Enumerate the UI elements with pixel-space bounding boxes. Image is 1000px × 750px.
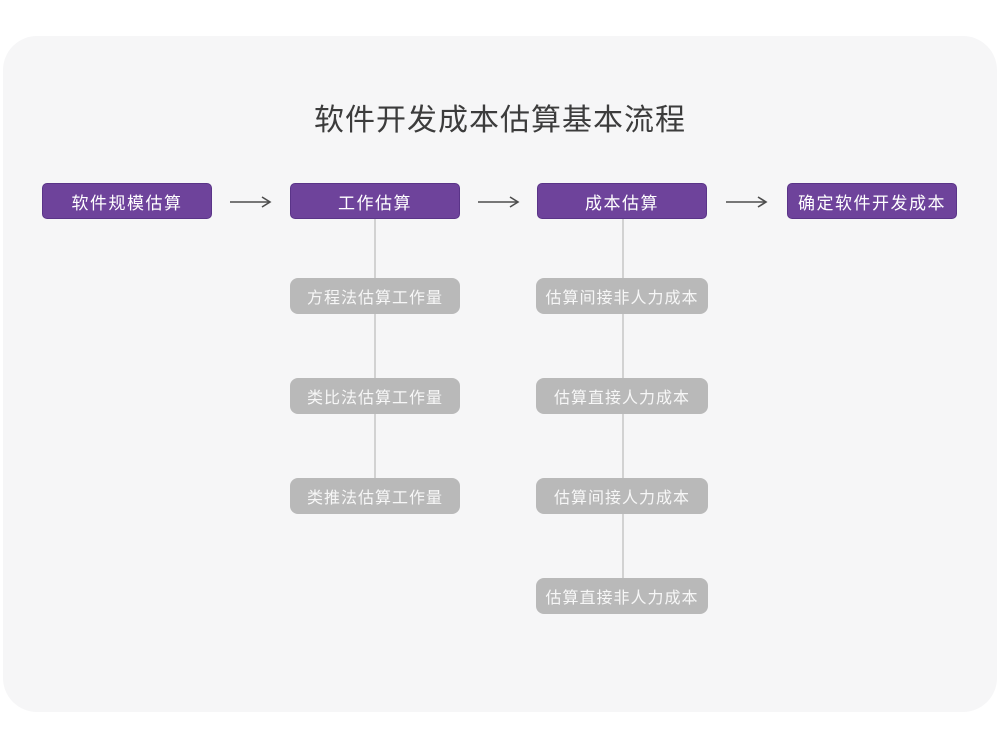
diagram-title: 软件开发成本估算基本流程 bbox=[314, 104, 686, 137]
substep-box-indirect-nonlabor-cost: 估算间接非人力成本 bbox=[536, 278, 708, 314]
substep-box-analogy-method: 类比法估算工作量 bbox=[290, 378, 460, 414]
stage-box-determine-dev-cost: 确定软件开发成本 bbox=[787, 183, 957, 219]
stage-box-work-estimation: 工作估算 bbox=[290, 183, 460, 219]
right-arrow-icon bbox=[477, 195, 521, 213]
stage-box-software-scale-estimation: 软件规模估算 bbox=[42, 183, 212, 219]
substep-box-extrapolation-method: 类推法估算工作量 bbox=[290, 478, 460, 514]
right-arrow-icon bbox=[725, 195, 769, 213]
stage-box-cost-estimation: 成本估算 bbox=[537, 183, 707, 219]
substep-box-direct-nonlabor-cost: 估算直接非人力成本 bbox=[536, 578, 708, 614]
substep-box-direct-labor-cost: 估算直接人力成本 bbox=[536, 378, 708, 414]
substep-box-equation-method: 方程法估算工作量 bbox=[290, 278, 460, 314]
diagram-card-background bbox=[3, 36, 997, 712]
right-arrow-icon bbox=[229, 195, 273, 213]
substep-box-indirect-labor-cost: 估算间接人力成本 bbox=[536, 478, 708, 514]
connector-line-work-estimation bbox=[374, 219, 376, 496]
